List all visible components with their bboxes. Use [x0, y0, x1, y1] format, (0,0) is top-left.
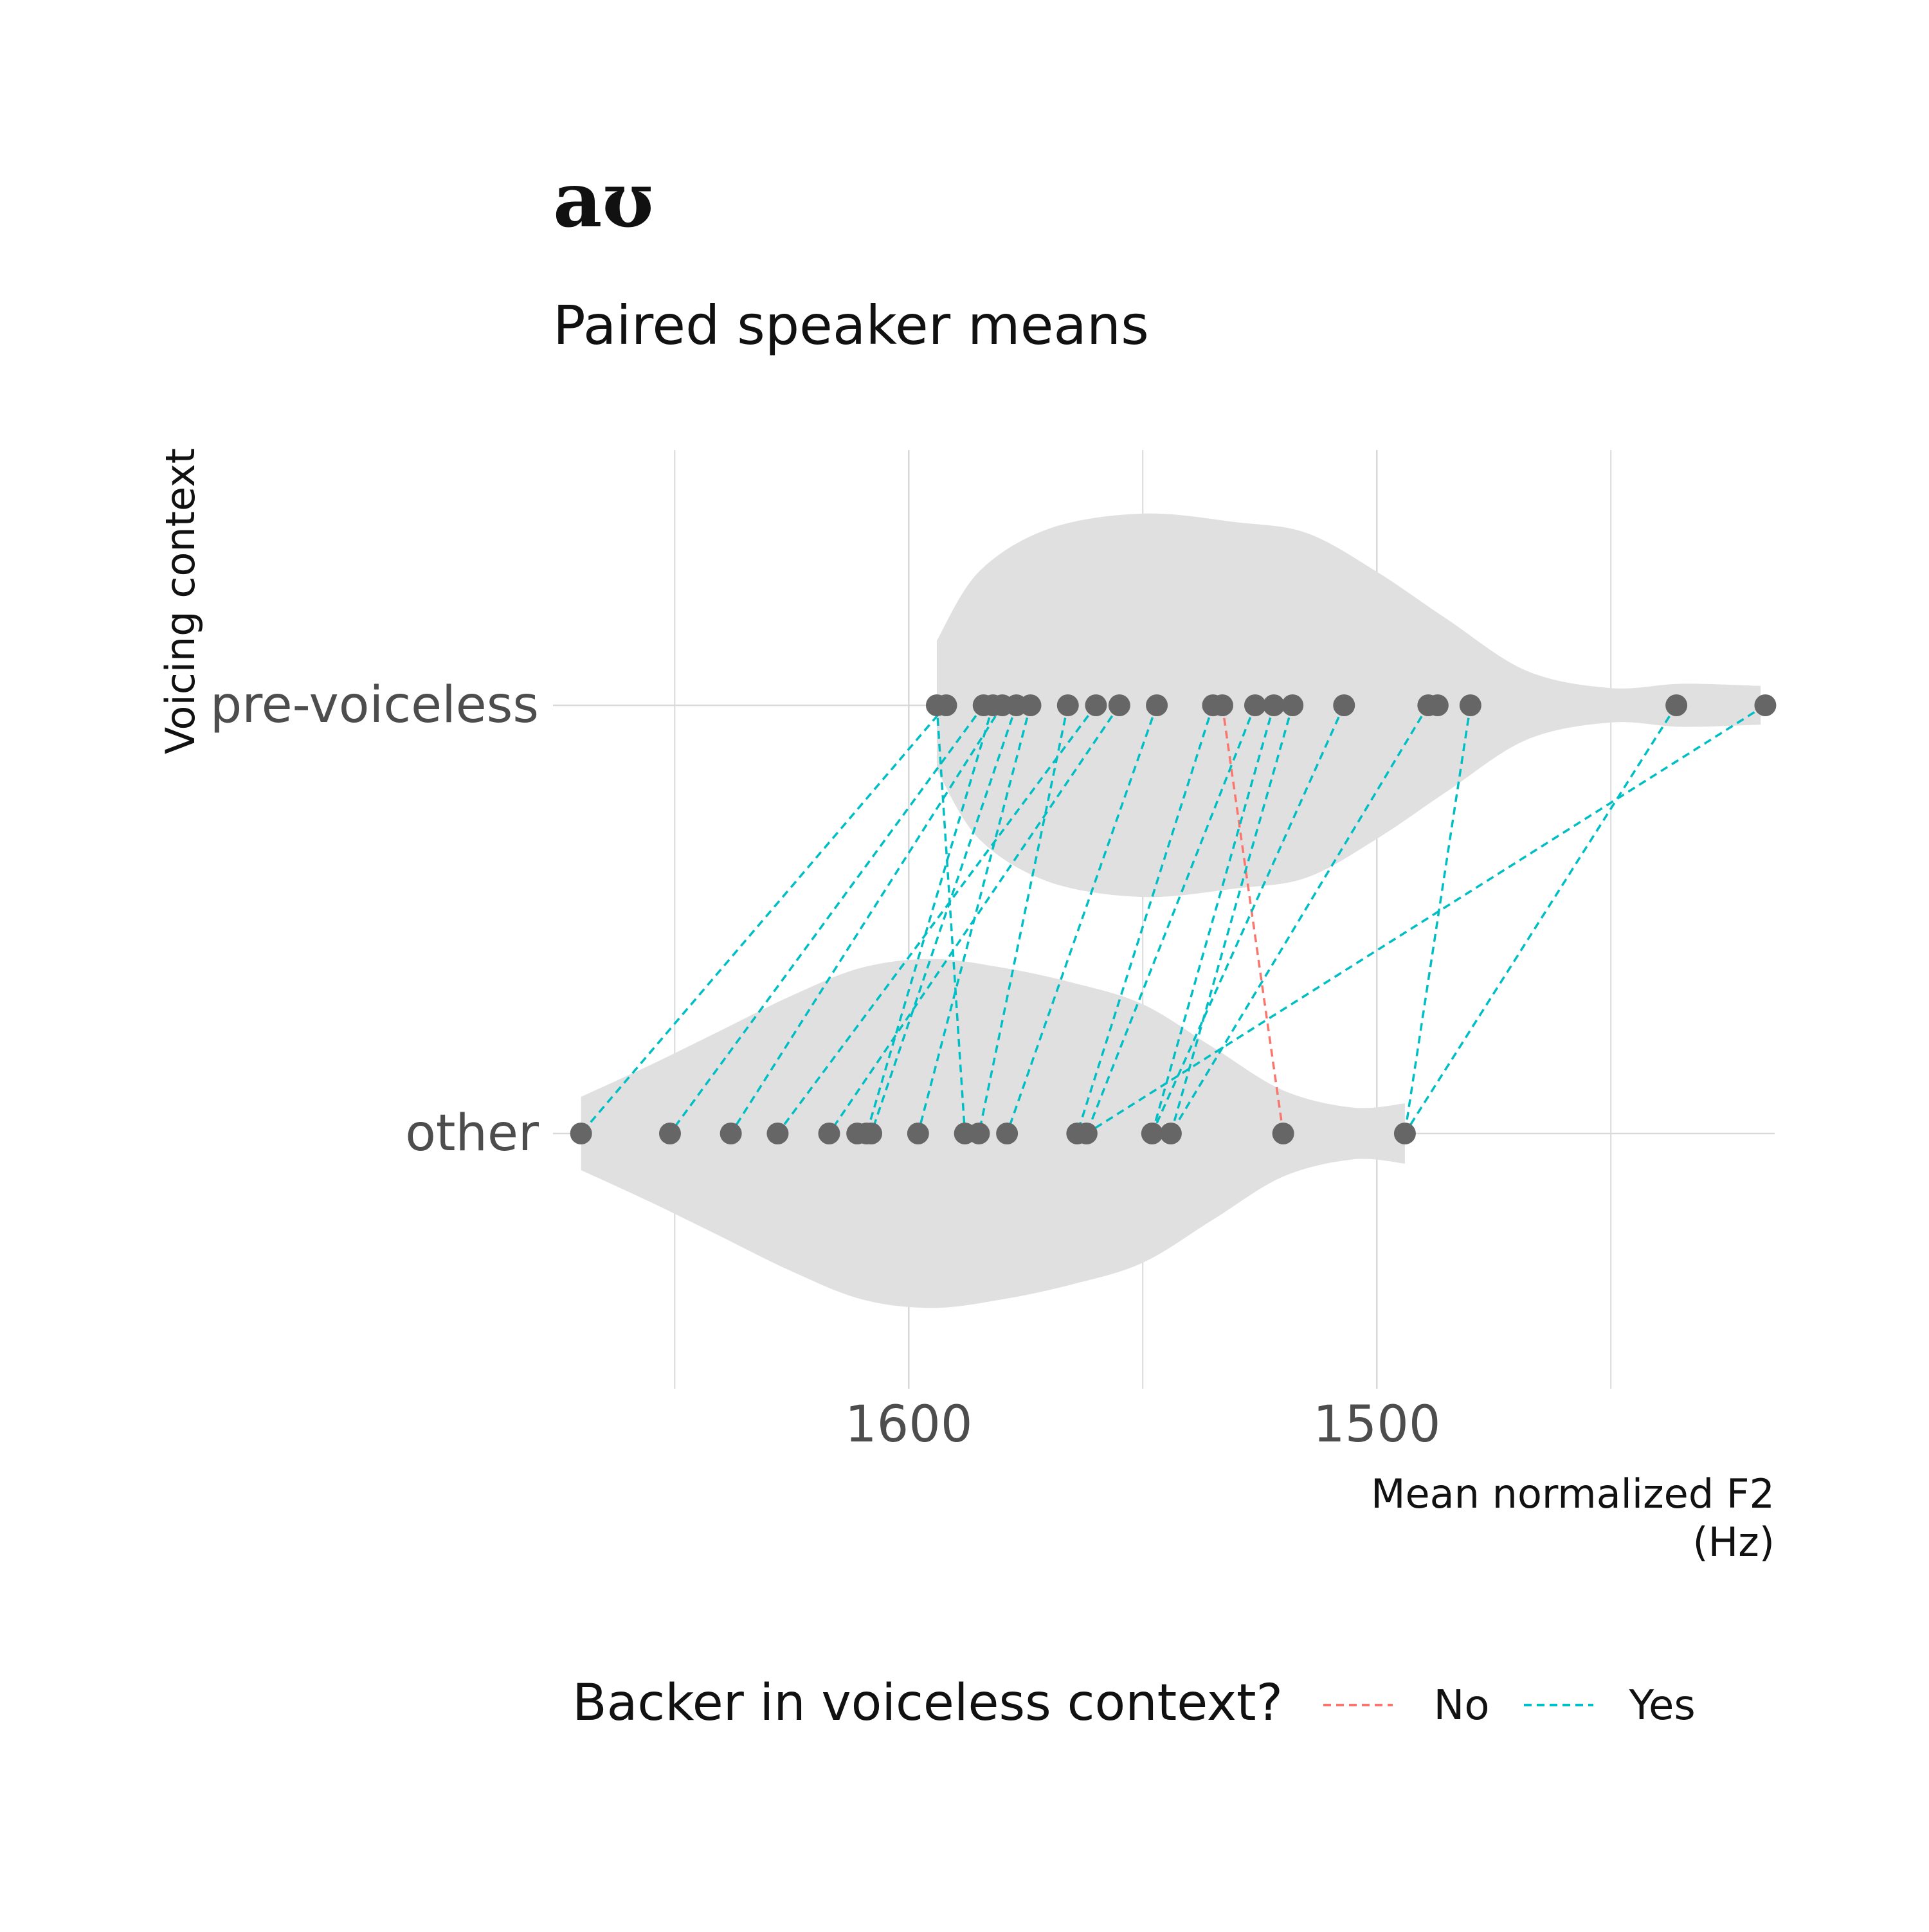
- point-pre-voiceless: [1056, 694, 1079, 716]
- y-axis-label: Voicing context: [157, 448, 204, 754]
- pair-line: [580, 704, 947, 1135]
- pair-line: [1221, 705, 1285, 1134]
- legend-label-yes: Yes: [1628, 1682, 1695, 1729]
- point-other: [766, 1123, 789, 1144]
- legend: Backer in voiceless context? No Yes: [572, 1674, 1696, 1732]
- pair-line: [1151, 705, 1275, 1134]
- pair-line: [936, 705, 966, 1134]
- chart-subtitle: Paired speaker means: [553, 294, 1149, 357]
- pair-line: [1151, 705, 1345, 1134]
- pair-line: [1170, 705, 1294, 1134]
- point-pre-voiceless: [1108, 694, 1130, 716]
- point-other: [818, 1123, 840, 1144]
- pair-line: [669, 704, 985, 1135]
- pair-line: [1170, 705, 1429, 1134]
- pair-line: [865, 705, 994, 1134]
- pair-line: [1404, 705, 1678, 1134]
- point-pre-voiceless: [1426, 694, 1449, 716]
- point-other: [860, 1123, 883, 1144]
- x-axis-label-line1: Mean normalized F2: [1371, 1470, 1775, 1517]
- point-pre-voiceless: [1263, 694, 1285, 716]
- point-pre-voiceless: [1333, 694, 1355, 716]
- point-other: [1159, 1123, 1182, 1144]
- legend-label-no: No: [1433, 1682, 1489, 1729]
- point-other: [996, 1123, 1019, 1144]
- point-pre-voiceless: [1085, 694, 1107, 716]
- point-other: [907, 1123, 929, 1144]
- y-tick-label-pre-voiceless: pre-voiceless: [210, 676, 539, 734]
- point-other: [968, 1123, 990, 1144]
- point-other: [1393, 1123, 1416, 1144]
- point-pre-voiceless: [1459, 694, 1481, 716]
- point-pre-voiceless: [1244, 694, 1266, 716]
- pair-line: [828, 705, 1121, 1134]
- pair-line: [1076, 705, 1215, 1134]
- legend-title: Backer in voiceless context?: [572, 1674, 1283, 1732]
- chart-title: aʊ: [553, 155, 654, 244]
- pair-line: [1085, 704, 1766, 1135]
- point-pre-voiceless: [1211, 694, 1233, 716]
- point-pre-voiceless: [935, 694, 957, 716]
- point-other: [720, 1123, 742, 1144]
- x-axis-label-line2: (Hz): [1692, 1519, 1775, 1566]
- x-tick-label: 1500: [1313, 1396, 1441, 1454]
- point-pre-voiceless: [1754, 694, 1777, 716]
- pair-line: [730, 705, 1004, 1134]
- point-pre-voiceless: [1019, 694, 1042, 716]
- point-pre-voiceless: [1665, 694, 1688, 716]
- plot-area: 1600 1500 other pre-voiceless: [210, 450, 1777, 1454]
- point-pre-voiceless: [1281, 694, 1304, 716]
- y-tick-label-other: other: [405, 1105, 539, 1162]
- pair-line: [1006, 705, 1158, 1134]
- point-other: [1075, 1123, 1098, 1144]
- point-other: [1141, 1123, 1163, 1144]
- point-other: [570, 1123, 592, 1144]
- point-other: [658, 1123, 681, 1144]
- point-other: [1272, 1123, 1294, 1144]
- pair-line: [870, 705, 1018, 1134]
- x-tick-label: 1600: [845, 1396, 973, 1454]
- pair-line: [977, 705, 1069, 1134]
- point-pre-voiceless: [1146, 694, 1168, 716]
- pair-line: [777, 704, 1097, 1135]
- pair-line: [1404, 705, 1472, 1134]
